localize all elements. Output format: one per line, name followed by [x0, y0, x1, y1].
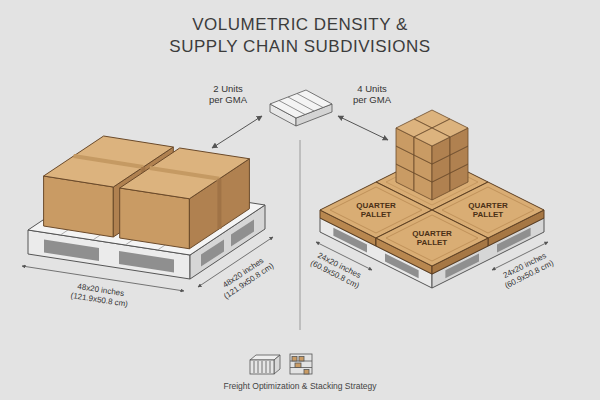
pallet-label: QUARTER PALLET	[407, 229, 457, 248]
container-side	[274, 355, 280, 374]
shelf-frame	[290, 354, 312, 374]
fork-opening	[201, 240, 224, 267]
tile-top	[376, 210, 488, 266]
icon-top	[270, 90, 332, 118]
pallet-icon	[270, 90, 332, 126]
icon-slat	[279, 101, 305, 115]
box-top	[414, 128, 450, 146]
pointer-arrow	[212, 116, 262, 148]
shelf-box	[299, 357, 304, 362]
diagram-title: VOLUMETRIC DENSITY & SUPPLY CHAIN SUBDIV…	[165, 14, 435, 58]
container-front	[250, 360, 274, 374]
icon-slat	[297, 94, 323, 108]
container-rib	[266, 361, 267, 373]
tile-inset	[386, 215, 478, 261]
shelf-box	[295, 363, 301, 368]
fork-opening	[119, 251, 174, 273]
shelf-box	[304, 370, 309, 375]
box-tape	[217, 179, 221, 229]
fork-opening	[44, 240, 99, 262]
caption: Freight Optimization & Stacking Strategy	[160, 381, 440, 392]
container-rib	[262, 361, 263, 373]
pallet-label: QUARTER PALLET	[463, 201, 513, 220]
pointer-arrow	[338, 116, 388, 140]
box-stack	[396, 110, 468, 200]
cardboard-box	[120, 148, 250, 249]
icon-slat	[288, 97, 314, 111]
box-top	[120, 148, 250, 199]
divider-line	[300, 140, 301, 330]
container-rib	[254, 361, 255, 373]
pallet-label: QUARTER PALLET	[351, 201, 401, 220]
container-rib	[258, 361, 259, 373]
box-tape	[74, 156, 144, 167]
unit-count: 4 Units per GMA	[351, 83, 393, 106]
container-rib	[270, 361, 271, 373]
shelving-icon	[290, 354, 312, 374]
fork-opening	[231, 220, 254, 247]
shelf-box	[292, 357, 297, 362]
box-tape	[150, 168, 220, 179]
dimension-label: 48x20 inches (121.9x50.8 cm)	[59, 279, 141, 310]
quarter-pallet: QUARTER PALLET	[376, 210, 488, 274]
unit-count: 2 Units per GMA	[207, 83, 249, 106]
container-icon	[250, 355, 280, 374]
